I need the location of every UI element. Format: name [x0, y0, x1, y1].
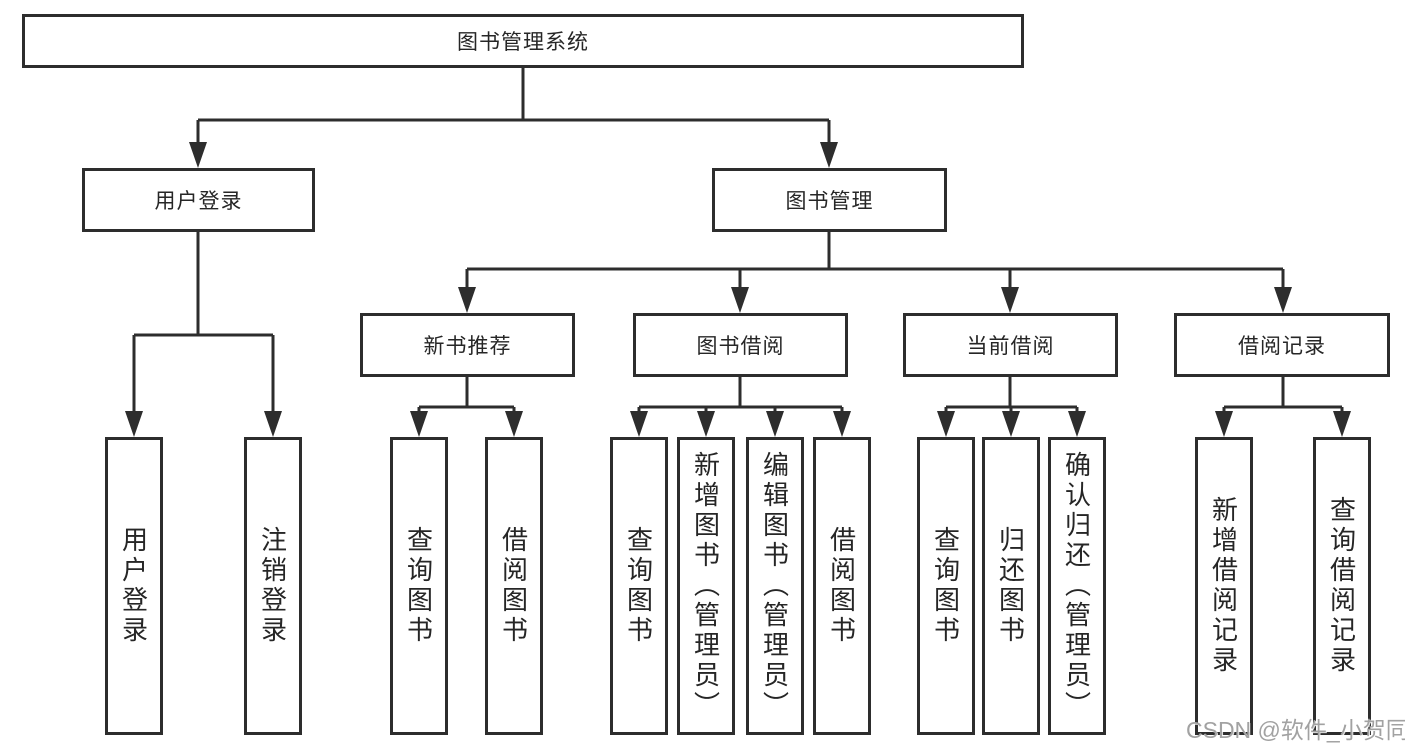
- node-book-management: 图书管理: [712, 168, 947, 232]
- node-book-management-label: 图书管理: [785, 190, 874, 213]
- leaf-add-books-admin: 新增图书（管理员）: [677, 437, 735, 735]
- leaf-confirm-return-admin-label: 确认归还（管理员）: [1061, 451, 1092, 721]
- node-borrowing-records: 借阅记录: [1174, 313, 1390, 377]
- leaf-edit-books-admin-label: 编辑图书（管理员）: [759, 451, 790, 721]
- leaf-borrowing-query-books-label: 查询图书: [623, 526, 654, 646]
- node-current-borrowing-label: 当前借阅: [966, 335, 1055, 358]
- leaf-logout: 注销登录: [244, 437, 302, 735]
- leaf-add-borrow-record: 新增借阅记录: [1195, 437, 1253, 735]
- leaf-confirm-return-admin: 确认归还（管理员）: [1048, 437, 1106, 735]
- leaf-recommend-query-books-label: 查询图书: [403, 526, 434, 646]
- node-user-login-label: 用户登录: [154, 190, 243, 213]
- leaf-add-borrow-record-label: 新增借阅记录: [1208, 496, 1239, 676]
- leaf-logout-label: 注销登录: [257, 526, 288, 646]
- leaf-borrowing-borrow-books: 借阅图书: [813, 437, 871, 735]
- leaf-borrowing-query-books: 查询图书: [610, 437, 668, 735]
- leaf-add-books-admin-label: 新增图书（管理员）: [690, 451, 721, 721]
- leaf-recommend-query-books: 查询图书: [390, 437, 448, 735]
- leaf-current-query-books: 查询图书: [917, 437, 975, 735]
- leaf-edit-books-admin: 编辑图书（管理员）: [746, 437, 804, 735]
- node-new-book-recommend: 新书推荐: [360, 313, 575, 377]
- leaf-current-query-books-label: 查询图书: [930, 526, 961, 646]
- node-current-borrowing: 当前借阅: [903, 313, 1118, 377]
- leaf-query-borrow-record-label: 查询借阅记录: [1326, 496, 1357, 676]
- leaf-query-borrow-record: 查询借阅记录: [1313, 437, 1371, 735]
- node-library-system: 图书管理系统: [22, 14, 1024, 68]
- leaf-borrowing-borrow-books-label: 借阅图书: [826, 526, 857, 646]
- node-new-book-recommend-label: 新书推荐: [423, 335, 512, 358]
- leaf-return-books: 归还图书: [982, 437, 1040, 735]
- leaf-recommend-borrow-books-label: 借阅图书: [498, 526, 529, 646]
- node-borrowing-records-label: 借阅记录: [1238, 335, 1326, 358]
- node-book-borrowing-label: 图书借阅: [696, 335, 785, 358]
- leaf-recommend-borrow-books: 借阅图书: [485, 437, 543, 735]
- watermark: CSDN @软件_小贺同学: [1186, 717, 1405, 743]
- leaf-user-login-label: 用户登录: [118, 526, 149, 646]
- node-library-system-label: 图书管理系统: [457, 31, 589, 54]
- leaf-return-books-label: 归还图书: [995, 526, 1026, 646]
- node-book-borrowing: 图书借阅: [633, 313, 848, 377]
- leaf-user-login: 用户登录: [105, 437, 163, 735]
- node-user-login: 用户登录: [82, 168, 315, 232]
- arrowheads: [125, 142, 1351, 437]
